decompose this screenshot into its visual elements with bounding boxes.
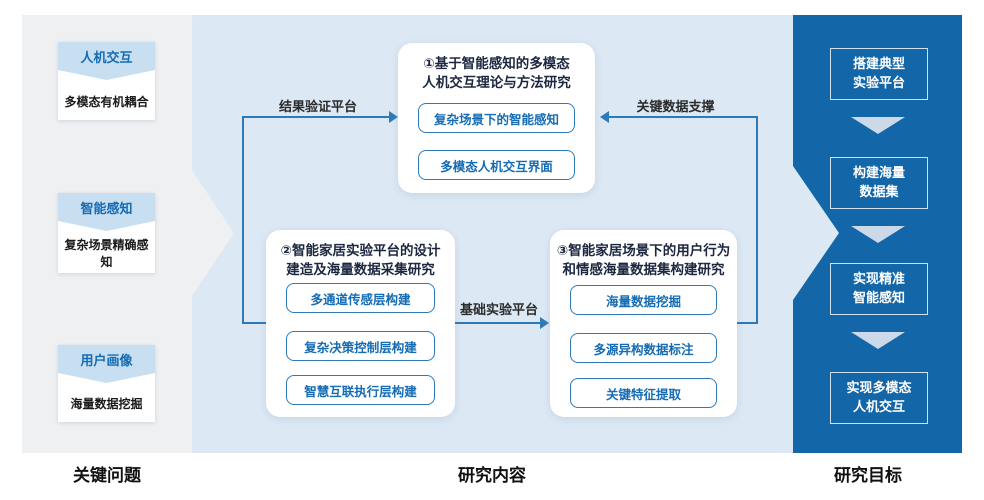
goal-box-multimodal-hci: 实现多模态 人机交互 xyxy=(830,372,928,424)
card-body: 海量数据挖掘 xyxy=(70,397,143,411)
connector-label-result-platform: 结果验证平台 xyxy=(278,99,357,114)
key-problem-card-user-profile: 用户画像 海量数据挖掘 xyxy=(58,345,155,422)
goal-box-build-dataset: 构建海量 数据集 xyxy=(830,157,928,209)
card-body: 复杂场景精确感知 xyxy=(64,238,149,269)
research-card-title: ①基于智能感知的多模态 人机交互理论与方法研究 xyxy=(422,56,571,90)
research-subtopic: 海量数据挖掘 xyxy=(570,285,717,315)
connector-line xyxy=(242,116,389,118)
card-body: 多模态有机耦合 xyxy=(64,94,149,109)
goal-box-precise-sensing: 实现精准 智能感知 xyxy=(830,263,928,315)
research-card-2: ②智能家居实验平台的设计 建造及海量数据采集研究 多通道传感层构建 复杂决策控制… xyxy=(266,230,455,417)
connector-line xyxy=(455,322,541,324)
connector-line xyxy=(609,116,758,118)
connector-line xyxy=(737,322,758,324)
card-banner: 智能感知 xyxy=(58,193,155,221)
connector-line xyxy=(242,116,244,324)
card-banner: 人机交互 xyxy=(58,42,155,70)
research-subtopic: 智慧互联执行层构建 xyxy=(286,375,435,405)
section-label-research-goals: 研究目标 xyxy=(834,466,902,485)
research-subtopic: 多模态人机交互界面 xyxy=(418,150,575,180)
connector-label-base-platform: 基础实验平台 xyxy=(459,302,538,317)
research-subtopic: 关键特征提取 xyxy=(570,378,717,408)
key-problem-card-hci: 人机交互 多模态有机耦合 xyxy=(58,42,155,120)
connector-line xyxy=(756,116,758,324)
section-label-research-content: 研究内容 xyxy=(458,466,526,485)
research-card-title: ②智能家居实验平台的设计 建造及海量数据采集研究 xyxy=(280,243,441,277)
connector-label-key-data: 关键数据支撑 xyxy=(636,99,715,114)
research-card-1: ①基于智能感知的多模态 人机交互理论与方法研究 复杂场景下的智能感知 多模态人机… xyxy=(398,43,595,193)
research-subtopic: 复杂场景下的智能感知 xyxy=(418,103,575,133)
goal-box-build-platform: 搭建典型 实验平台 xyxy=(830,48,928,100)
research-card-title: ③智能家居场景下的用户行为 和情感海量数据集构建研究 xyxy=(556,243,731,277)
research-subtopic: 复杂决策控制层构建 xyxy=(286,331,435,361)
arrowhead-left-icon xyxy=(600,111,609,123)
connector-line xyxy=(242,322,266,324)
research-card-3: ③智能家居场景下的用户行为 和情感海量数据集构建研究 海量数据挖掘 多源异构数据… xyxy=(550,230,737,417)
banner-chevron-icon xyxy=(58,221,155,231)
section-label-key-problems: 关键问题 xyxy=(73,466,141,485)
key-problem-card-perception: 智能感知 复杂场景精确感知 xyxy=(58,193,155,273)
arrowhead-right-icon xyxy=(540,317,549,329)
arrowhead-right-icon xyxy=(389,111,398,123)
banner-chevron-icon xyxy=(58,70,155,80)
research-subtopic: 多通道传感层构建 xyxy=(286,283,435,313)
banner-chevron-icon xyxy=(58,373,155,383)
research-subtopic: 多源异构数据标注 xyxy=(570,333,717,363)
card-banner: 用户画像 xyxy=(58,345,155,373)
